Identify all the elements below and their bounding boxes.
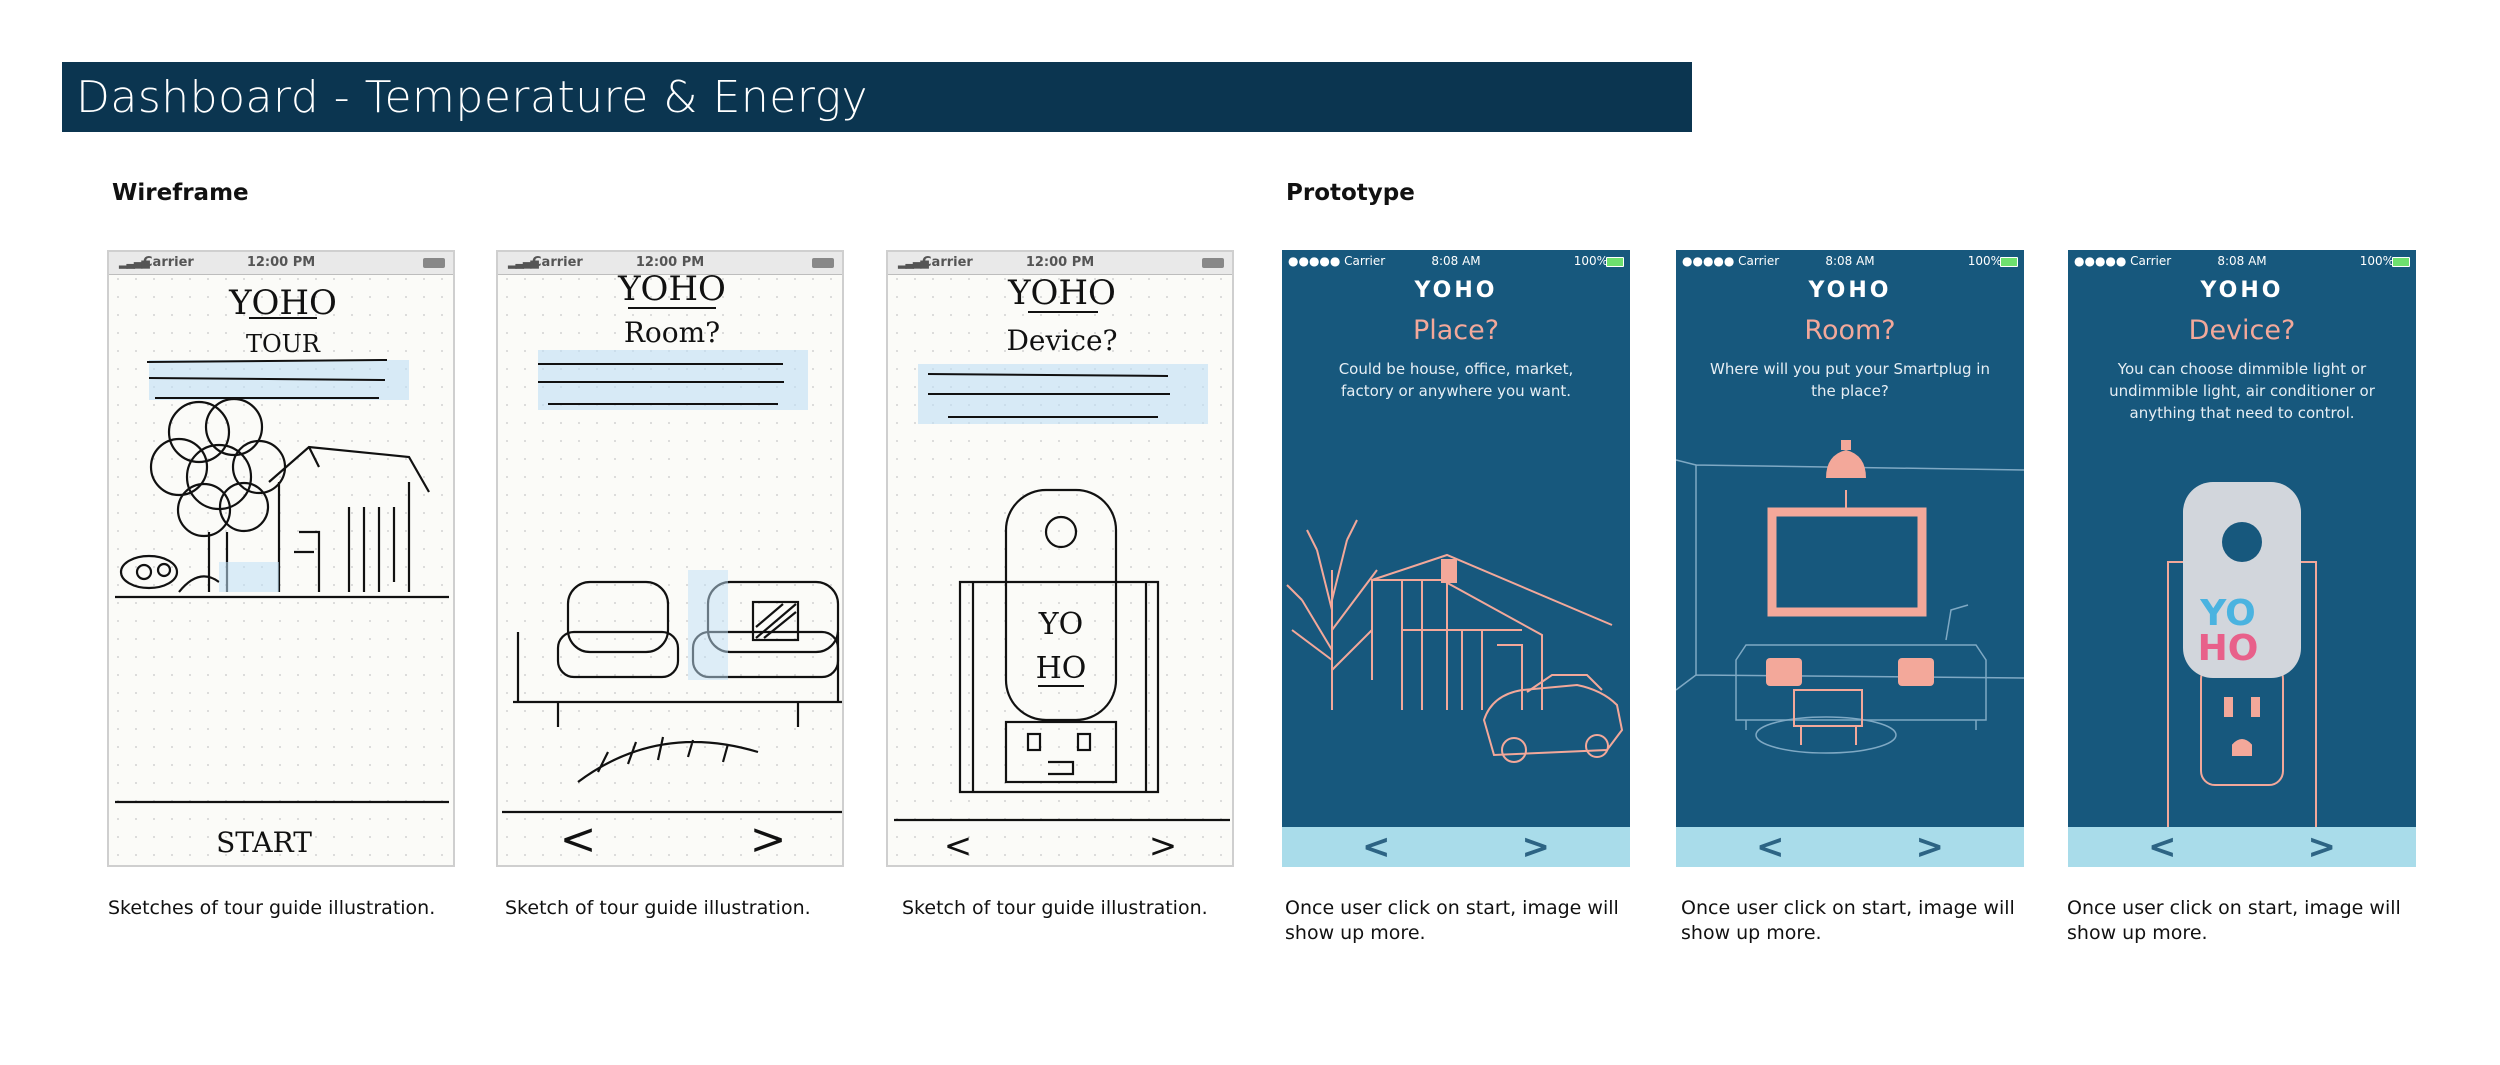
nav-bar: < > bbox=[1282, 827, 1630, 867]
sketch-subtitle: Device? bbox=[1006, 324, 1117, 357]
screen-description: You can choose dimmible light or undimmi… bbox=[2109, 360, 2375, 422]
status-bar: ▂▃▄▅ Carrier 12:00 PM bbox=[109, 252, 453, 275]
next-arrow-icon: > bbox=[750, 814, 787, 865]
plug-logo-bottom: HO bbox=[2198, 628, 2259, 669]
smartplug-illustration: YO HO bbox=[2167, 482, 2317, 833]
caption-wireframe-device: Sketch of tour guide illustration. bbox=[902, 897, 1208, 919]
battery-icon bbox=[1202, 258, 1224, 268]
next-button[interactable]: > bbox=[2307, 827, 2337, 867]
screen-description: Where will you put your Smartplug in the… bbox=[1710, 360, 1990, 400]
prev-arrow-icon: < bbox=[944, 826, 973, 866]
next-button[interactable]: > bbox=[1915, 827, 1945, 867]
room-sketch-illustration: YOHO Room? < > bbox=[502, 269, 842, 865]
signal-icon: ▂▃▄▅ bbox=[508, 256, 539, 269]
screen-description: Could be house, office, market, factory … bbox=[1338, 360, 1574, 400]
sketch-title: YOHO bbox=[617, 269, 726, 309]
device-logo-bottom: HO bbox=[1036, 651, 1087, 686]
nav-bar: < > bbox=[2068, 827, 2416, 867]
prototype-place-screen: ●●●●● Carrier 8:08 AM 100% YOHO Place? C… bbox=[1282, 250, 1630, 867]
status-bar: ▂▃▄▅ Carrier 12:00 PM bbox=[498, 252, 842, 275]
caption-wireframe-room: Sketch of tour guide illustration. bbox=[505, 897, 811, 919]
prototype-room-screen: ●●●●● Carrier 8:08 AM 100% YOHO Room? Wh… bbox=[1676, 250, 2024, 867]
sketch-title: YOHO bbox=[228, 283, 337, 323]
device-logo-top: YO bbox=[1038, 607, 1083, 642]
prototype-section-title: Prototype bbox=[1286, 180, 1415, 206]
page-header-banner: Dashboard - Temperature & Energy bbox=[62, 62, 1692, 132]
prototype-device-screen: ●●●●● Carrier 8:08 AM 100% YOHO Device? … bbox=[2068, 250, 2416, 867]
sketch-subtitle: Room? bbox=[624, 316, 720, 349]
battery-icon bbox=[423, 258, 445, 268]
signal-icon: ▂▃▄▅ bbox=[119, 256, 150, 269]
status-bar: ●●●●● Carrier 8:08 AM 100% bbox=[1676, 250, 2024, 272]
signal-icon: ▂▃▄▅ bbox=[898, 256, 929, 269]
prev-arrow-icon: < bbox=[560, 814, 597, 865]
prev-button[interactable]: < bbox=[1756, 827, 1785, 867]
prev-button[interactable]: < bbox=[1362, 827, 1391, 867]
yoho-logo: YOHO bbox=[2200, 278, 2284, 303]
screen-title: Place? bbox=[1412, 315, 1500, 346]
status-bar: ●●●●● Carrier 8:08 AM 100% bbox=[1282, 250, 1630, 272]
caption-prototype-room: Once user click on start, image will sho… bbox=[1681, 897, 2015, 944]
room-illustration bbox=[1676, 440, 2024, 754]
page-title: Dashboard - Temperature & Energy bbox=[76, 72, 869, 123]
screen-title: Device? bbox=[2188, 315, 2296, 346]
nav-bar: < > bbox=[1676, 827, 2024, 867]
device-sketch-illustration: YOHO Device? YO HO < > bbox=[894, 273, 1230, 866]
next-arrow-icon: > bbox=[1149, 826, 1178, 866]
sketch-title: YOHO bbox=[1007, 273, 1116, 313]
battery-icon bbox=[812, 258, 834, 268]
status-bar: ▂▃▄▅ Carrier 12:00 PM bbox=[888, 252, 1232, 275]
wireframe-room-screen: ▂▃▄▅ Carrier 12:00 PM YOHO Room? < > bbox=[496, 250, 844, 867]
yoho-logo: YOHO bbox=[1808, 278, 1892, 303]
caption-prototype-device: Once user click on start, image will sho… bbox=[2067, 897, 2401, 944]
status-bar: ●●●●● Carrier 8:08 AM 100% bbox=[2068, 250, 2416, 272]
next-button[interactable]: > bbox=[1521, 827, 1551, 867]
wireframe-tour-screen: ▂▃▄▅ Carrier 12:00 PM YOHO TOUR START bbox=[107, 250, 455, 867]
screen-title: Room? bbox=[1804, 315, 1896, 346]
prev-button[interactable]: < bbox=[2148, 827, 2177, 867]
start-label: START bbox=[216, 826, 312, 859]
tour-sketch-illustration: YOHO TOUR START bbox=[115, 283, 449, 859]
house-illustration bbox=[1286, 519, 1624, 763]
battery-icon bbox=[2000, 257, 2018, 267]
sketch-subtitle: TOUR bbox=[246, 330, 321, 358]
plug-logo-top: YO bbox=[2199, 593, 2255, 634]
battery-icon bbox=[2392, 257, 2410, 267]
battery-icon bbox=[1606, 257, 1624, 267]
caption-prototype-place: Once user click on start, image will sho… bbox=[1285, 897, 1619, 944]
wireframe-section-title: Wireframe bbox=[112, 180, 249, 206]
caption-wireframe-tour: Sketches of tour guide illustration. bbox=[108, 897, 436, 919]
yoho-logo: YOHO bbox=[1414, 278, 1498, 303]
wireframe-device-screen: ▂▃▄▅ Carrier 12:00 PM YOHO Device? YO HO… bbox=[886, 250, 1234, 867]
